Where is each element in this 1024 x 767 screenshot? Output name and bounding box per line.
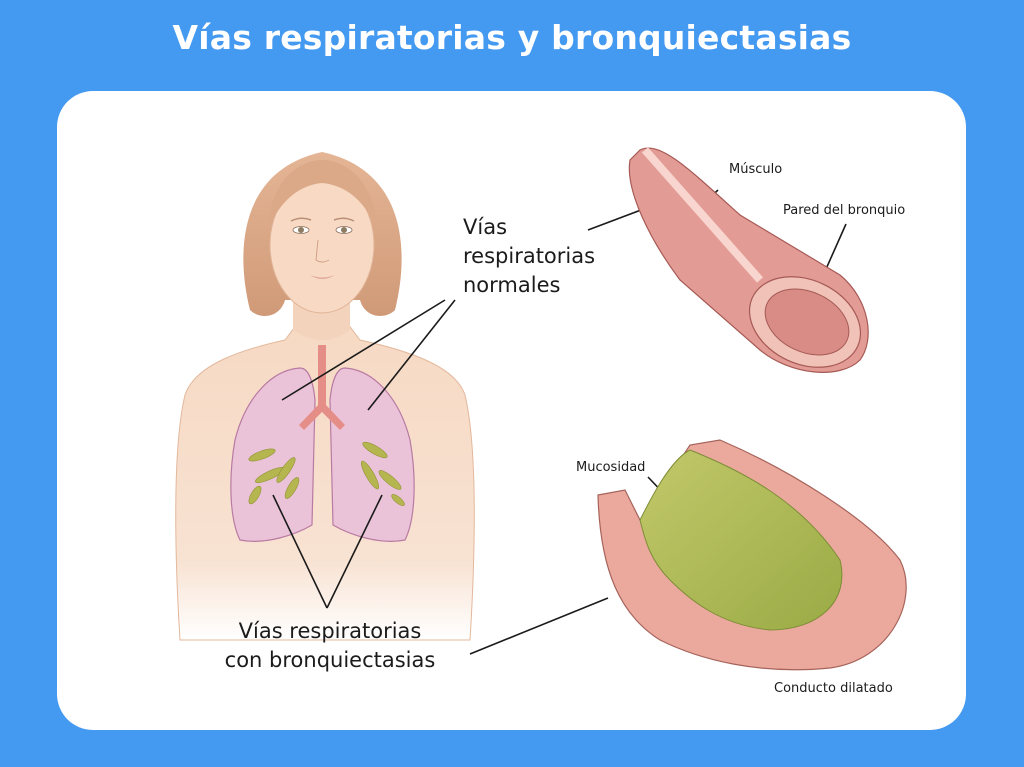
label-muscle: Músculo — [729, 162, 783, 177]
diagram-illustration — [175, 147, 907, 671]
label-line: con bronquiectasias — [224, 648, 436, 672]
label-line: Vías respiratorias — [238, 619, 422, 643]
label-line: Vías — [463, 215, 508, 239]
label-bronchiectasis-airways: Vías respiratorias con bronquiectasias — [215, 617, 445, 675]
page-title: Vías respiratorias y bronquiectasias — [172, 18, 852, 57]
label-line: normales — [463, 273, 561, 297]
human-figure — [175, 152, 847, 655]
label-line: respiratorias — [463, 244, 596, 268]
label-mucus: Mucosidad — [576, 460, 646, 475]
normal-bronchus — [628, 147, 869, 373]
dilated-bronchus — [597, 439, 907, 671]
label-dilated-duct: Conducto dilatado — [774, 681, 893, 696]
diagram-card: Vías respiratorias normales Vías respira… — [57, 91, 966, 730]
label-bronchial-wall: Pared del bronquio — [783, 203, 906, 218]
label-normal-airways: Vías respiratorias normales — [463, 213, 595, 300]
